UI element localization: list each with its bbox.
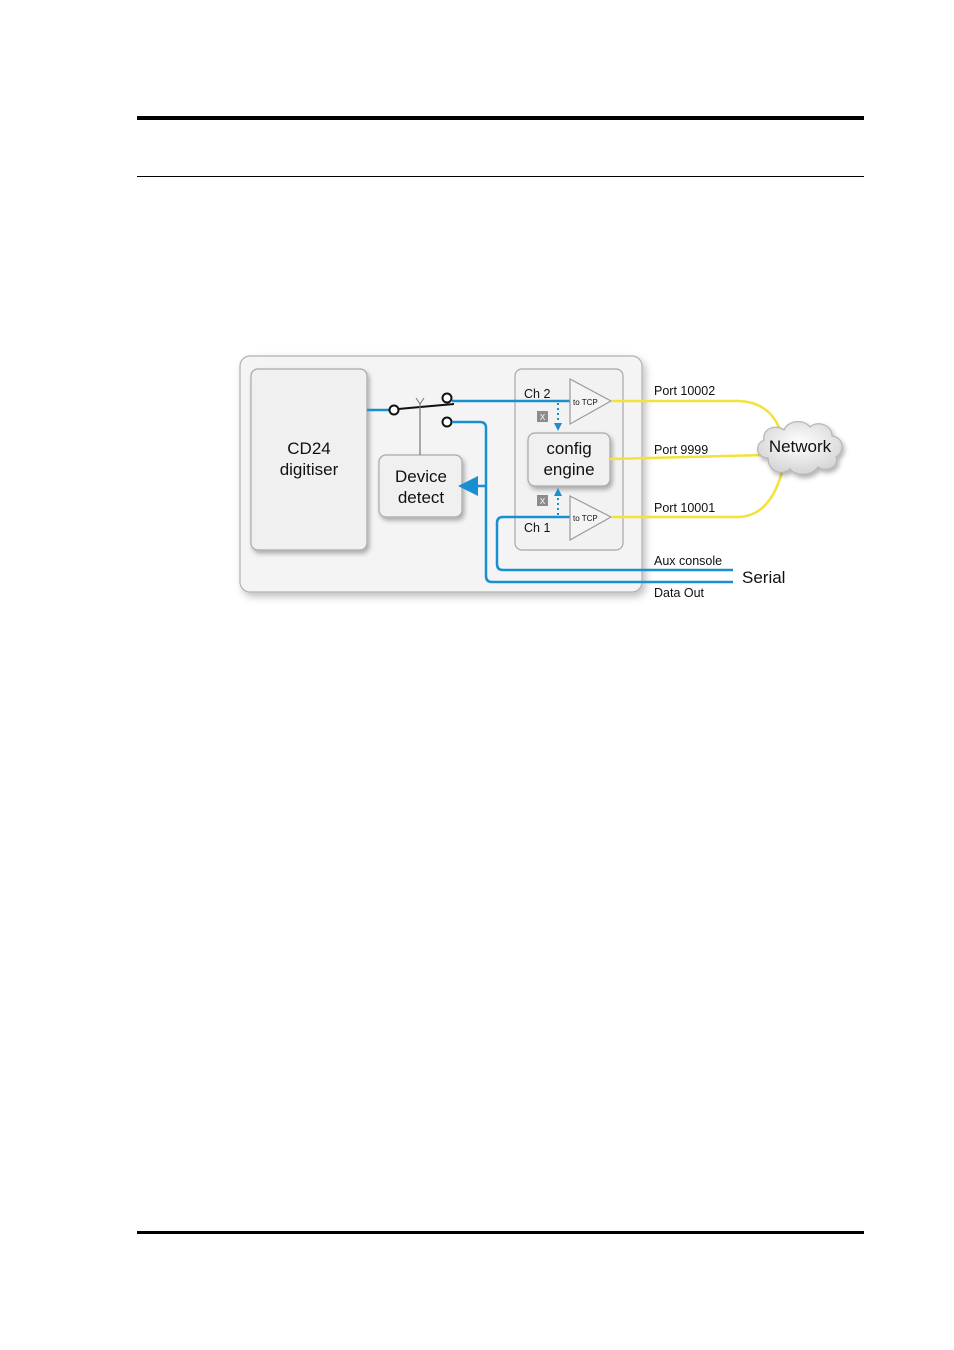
aux-console-line bbox=[495, 515, 733, 572]
ch2-amp-label: to TCP bbox=[573, 398, 598, 407]
device-detect-label-line2: detect bbox=[398, 488, 445, 507]
port-10002-line bbox=[611, 399, 782, 431]
data-out-label: Data Out bbox=[654, 586, 705, 600]
ch2-disable-switch-label: X bbox=[540, 413, 546, 422]
digitiser-label-line1: CD24 bbox=[287, 439, 330, 458]
serial-label: Serial bbox=[742, 568, 785, 587]
ch1-label: Ch 1 bbox=[524, 521, 550, 535]
aux-console-label: Aux console bbox=[654, 554, 722, 568]
ch1-disable-switch-label: X bbox=[540, 497, 546, 506]
ch2-disable-switch bbox=[537, 411, 548, 422]
ch1-config-arrowhead bbox=[554, 488, 562, 496]
port-10001-label: Port 10001 bbox=[654, 501, 715, 515]
port-10001-line bbox=[611, 471, 784, 519]
switch-pole bbox=[388, 404, 400, 416]
ch2-config-arrowhead bbox=[554, 423, 562, 431]
switch-contact-ch2 bbox=[441, 392, 453, 404]
device-detect-label-line1: Device bbox=[395, 467, 447, 486]
switch-actuator-tip bbox=[415, 397, 425, 405]
port-9999-label: Port 9999 bbox=[654, 443, 708, 457]
ch2-amp-triangle bbox=[569, 377, 613, 426]
network-label: Network bbox=[769, 437, 832, 456]
port-10002-label: Port 10002 bbox=[654, 384, 715, 398]
digitiser-block bbox=[250, 368, 368, 551]
ch1-amp-label: to TCP bbox=[573, 514, 598, 523]
switch-contact-serial bbox=[441, 416, 453, 428]
device-detect-block bbox=[378, 454, 463, 518]
header-rule bbox=[137, 176, 864, 177]
ch2-label: Ch 2 bbox=[524, 387, 550, 401]
data-out-line bbox=[452, 420, 733, 584]
config-engine-block bbox=[527, 432, 611, 487]
config-engine-label-line1: config bbox=[546, 439, 591, 458]
digitiser-label-line2: digitiser bbox=[280, 460, 339, 479]
switch-arm bbox=[397, 403, 455, 410]
ch1-amp-triangle bbox=[569, 495, 613, 542]
top-rule bbox=[137, 116, 864, 120]
ch1-disable-switch bbox=[537, 495, 548, 506]
port-9999-line bbox=[609, 453, 766, 461]
config-engine-label-line2: engine bbox=[543, 460, 594, 479]
network-cloud bbox=[757, 421, 843, 475]
footer-rule bbox=[137, 1231, 864, 1234]
